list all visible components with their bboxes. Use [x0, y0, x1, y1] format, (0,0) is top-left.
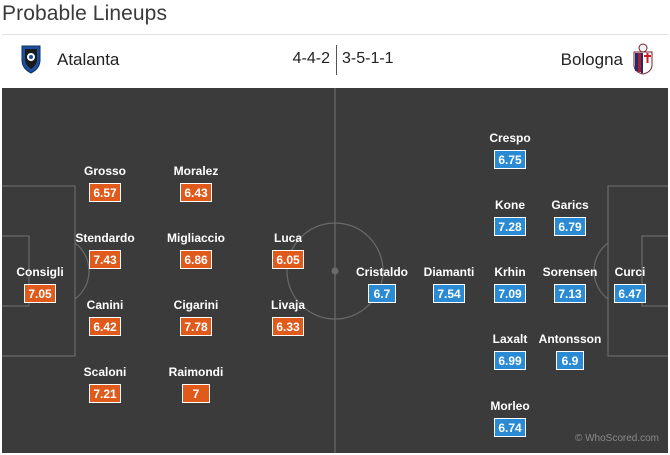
- player-rating: 7.54: [433, 284, 465, 303]
- player-rating: 6.99: [494, 351, 526, 370]
- player-rating: 7.78: [180, 317, 212, 336]
- player-name: Luca: [273, 231, 302, 245]
- watermark: © WhoScored.com: [574, 433, 659, 444]
- player-name: Migliaccio: [166, 231, 225, 245]
- player-name: Raimondi: [168, 365, 224, 379]
- player-rating: 6.9: [556, 351, 584, 370]
- away-player[interactable]: Krhin 7.09: [470, 265, 550, 303]
- away-formation: 3-5-1-1: [342, 50, 394, 67]
- player-rating: 6.57: [89, 183, 121, 202]
- home-player[interactable]: Luca 6.05: [248, 231, 328, 269]
- bologna-crest-icon: [633, 43, 653, 75]
- away-player[interactable]: Sorensen 7.13: [530, 265, 610, 303]
- player-name: Laxalt: [492, 332, 528, 346]
- home-player[interactable]: Grosso 6.57: [65, 164, 145, 202]
- player-rating: 6.47: [614, 284, 646, 303]
- player-name: Cigarini: [173, 298, 219, 312]
- player-rating: 6.7: [368, 284, 396, 303]
- player-rating: 7.05: [24, 284, 56, 303]
- player-rating: 7.09: [494, 284, 526, 303]
- player-rating: 7.21: [89, 384, 121, 403]
- away-player[interactable]: Crespo 6.75: [470, 131, 550, 169]
- home-player[interactable]: Cigarini 7.78: [156, 298, 236, 336]
- player-rating: 7.43: [89, 250, 121, 269]
- home-formation: 4-4-2: [292, 50, 330, 67]
- player-name: Krhin: [494, 265, 526, 279]
- away-player[interactable]: Diamanti 7.54: [409, 265, 489, 303]
- player-name: Morleo: [490, 399, 530, 413]
- player-name: Scaloni: [83, 365, 127, 379]
- player-name: Cristaldo: [355, 265, 408, 279]
- player-rating: 7.28: [494, 217, 526, 236]
- player-name: Stendardo: [75, 231, 135, 245]
- player-name: Kone: [495, 198, 525, 212]
- player-name: Crespo: [489, 131, 531, 145]
- player-name: Livaja: [270, 298, 306, 312]
- away-player[interactable]: Kone 7.28: [470, 198, 550, 236]
- home-team-name[interactable]: Atalanta: [57, 50, 120, 69]
- player-name: Antonsson: [538, 332, 602, 346]
- player-name: Moralez: [173, 164, 219, 178]
- player-name: Curci: [614, 265, 646, 279]
- home-player[interactable]: Migliaccio 6.86: [156, 231, 236, 269]
- player-name: Consigli: [16, 265, 64, 279]
- player-rating: 6.75: [494, 150, 526, 169]
- player-name: Sorensen: [542, 265, 598, 279]
- away-player[interactable]: Garics 6.79: [530, 198, 610, 236]
- player-rating: 6.43: [180, 183, 212, 202]
- home-player[interactable]: Scaloni 7.21: [65, 365, 145, 403]
- away-player[interactable]: Laxalt 6.99: [470, 332, 550, 370]
- pitch-markings: [2, 88, 668, 453]
- player-rating: 6.79: [554, 217, 586, 236]
- player-rating: 6.33: [272, 317, 304, 336]
- player-name: Grosso: [83, 164, 126, 178]
- player-name: Canini: [86, 298, 124, 312]
- page-title: Probable Lineups: [2, 2, 168, 25]
- away-player[interactable]: Cristaldo 6.7: [342, 265, 422, 303]
- away-player[interactable]: Morleo 6.74: [470, 399, 550, 437]
- player-rating: 6.86: [180, 250, 212, 269]
- player-rating: 7.13: [554, 284, 586, 303]
- home-player[interactable]: Livaja 6.33: [248, 298, 328, 336]
- player-name: Garics: [551, 198, 589, 212]
- away-player[interactable]: Curci 6.47: [590, 265, 668, 303]
- away-player[interactable]: Antonsson 6.9: [530, 332, 610, 370]
- player-name: Diamanti: [423, 265, 475, 279]
- home-player[interactable]: Moralez 6.43: [156, 164, 236, 202]
- pitch: Consigli 7.05 Grosso 6.57 Stendardo 7.43…: [2, 88, 668, 453]
- formation-divider: [336, 45, 337, 75]
- player-rating: 6.74: [494, 418, 526, 437]
- player-rating: 7: [182, 384, 210, 403]
- player-rating: 6.42: [89, 317, 121, 336]
- home-player[interactable]: Stendardo 7.43: [65, 231, 145, 269]
- home-player[interactable]: Raimondi 7: [156, 365, 236, 403]
- teams-bar: Atalanta 4-4-2 3-5-1-1 Bologna: [2, 34, 668, 86]
- away-team-name[interactable]: Bologna: [560, 50, 623, 69]
- player-rating: 6.05: [272, 250, 304, 269]
- atalanta-crest-icon: [21, 45, 41, 74]
- home-player[interactable]: Consigli 7.05: [2, 265, 80, 303]
- home-player[interactable]: Canini 6.42: [65, 298, 145, 336]
